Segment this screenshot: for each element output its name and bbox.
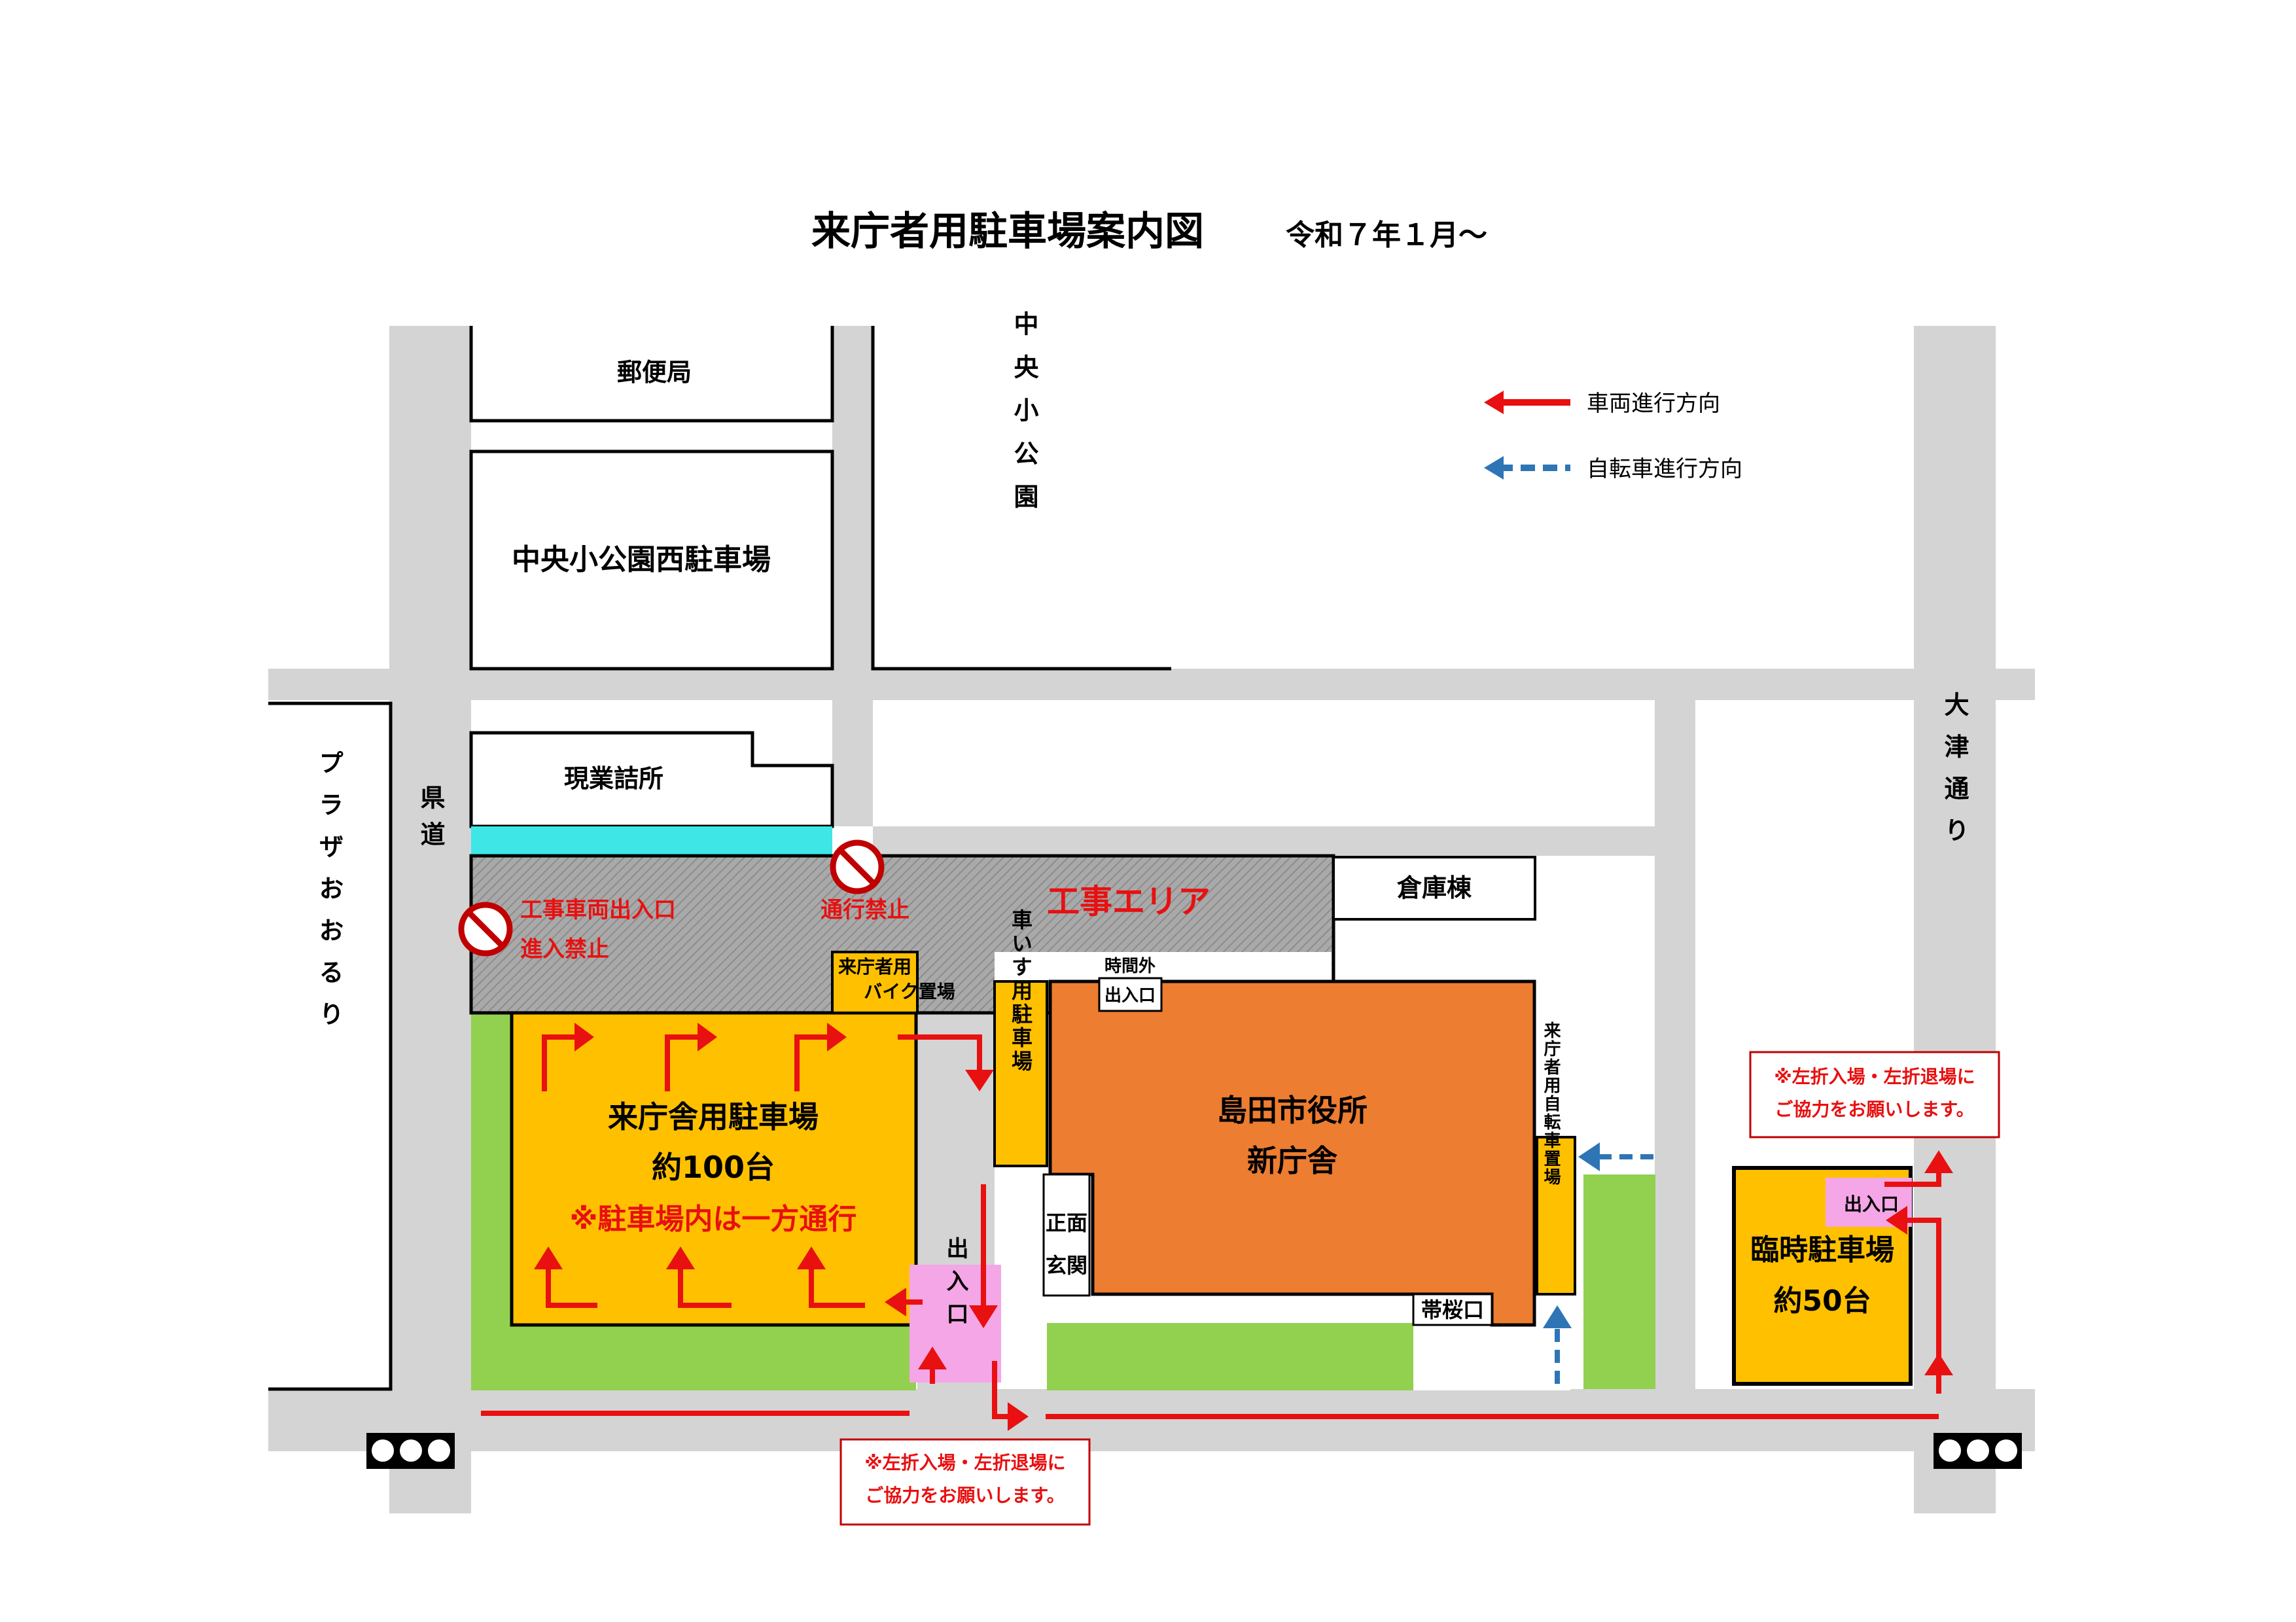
otsu-street-label: 大津通り [1940, 692, 1969, 859]
traffic-signal-icon [366, 1433, 455, 1469]
front-entrance [1042, 1173, 1091, 1297]
main-parking-label-1: 来庁舎用駐車場 [608, 1099, 819, 1135]
no-passage-label: 通行禁止 [821, 897, 910, 923]
bicycle-flow-arrowheads [1543, 1142, 1600, 1328]
bike-parking-label-2: バイク置場 [864, 981, 955, 1002]
after-hours-entrance [1098, 977, 1163, 1012]
front-entrance-label-2: 玄関 [1046, 1253, 1087, 1278]
after-hours-label-2: 出入口 [1104, 986, 1156, 1006]
city-hall-label-1: 島田市役所 [1217, 1093, 1368, 1128]
legend-vehicle-label: 車両進行方向 [1587, 391, 1720, 417]
page-title: 来庁者用駐車場案内図 [811, 209, 1204, 255]
bicycle-parking [1536, 1136, 1576, 1296]
post-office-label: 郵便局 [617, 358, 692, 387]
legend: 車両進行方向 自転車進行方向 [1484, 391, 1742, 482]
traffic-signal-icon [1934, 1433, 2022, 1469]
no-entry-icon [458, 902, 513, 957]
front-entrance-label-1: 正面 [1046, 1210, 1087, 1235]
left-turn-note-1: ※左折入場・左折退場に [864, 1452, 1065, 1473]
bicycle-parking-label: 来庁者用自転車置場 [1541, 1021, 1561, 1186]
after-hours-label-1: 時間外 [1104, 957, 1156, 976]
genba-office-label: 現業詰所 [564, 764, 663, 793]
construction-gate-label-2: 進入禁止 [520, 936, 609, 962]
bicycle-flow-arrows [1555, 1154, 1653, 1384]
svg-text:中央小公園: 中央小公園 [1010, 311, 1038, 527]
cyan-strip [471, 826, 832, 856]
wheelchair-parking-label: 車いす用駐車場 [1008, 909, 1033, 1074]
bike-parking-label-1: 来庁者用 [838, 956, 911, 978]
obizakura-label: 帯桜口 [1421, 1297, 1484, 1322]
white-gap-obizakura [1413, 1323, 1570, 1390]
legend-bicycle-label: 自転車進行方向 [1587, 456, 1742, 482]
left-turn-note-2: ご協力をお願いします。 [865, 1485, 1065, 1506]
vehicle-flow-arrowheads [534, 1023, 1953, 1431]
no-entry-icon [830, 839, 885, 894]
left-turn-note-right-1: ※左折入場・左折退場に [1774, 1066, 1975, 1087]
temp-parking-label-1: 臨時駐車場 [1750, 1233, 1894, 1267]
storage-label: 倉庫棟 [1396, 873, 1472, 902]
main-parking-label-2: 約100台 [652, 1150, 775, 1185]
bike-parking [831, 951, 919, 1014]
temp-entrance-label: 出入口 [1844, 1193, 1899, 1215]
building-outlines [268, 326, 1171, 1391]
prefectural-road-label: 県道 [416, 785, 445, 858]
main-entrance-label: 出入口 [942, 1237, 968, 1335]
left-turn-note-box-right [1749, 1051, 2000, 1138]
wheelchair-parking [993, 980, 1048, 1167]
legend-bicycle-arrow-icon [1484, 456, 1570, 480]
construction-gate-label-1: 工事車両出入口 [520, 897, 676, 923]
obizakura-entrance [1412, 1293, 1493, 1326]
main-parking-lot [510, 1011, 918, 1327]
city-hall-label-2: 新庁舎 [1247, 1143, 1337, 1178]
chuo-park-label: 中央小公園 [1010, 311, 1038, 527]
vehicle-flow-arrows [481, 1034, 1941, 1419]
storage-building [1332, 856, 1536, 921]
left-turn-note-right-2: ご協力をお願いします。 [1775, 1099, 1974, 1120]
page-date: 令和７年１月～ [1286, 219, 1487, 252]
legend-vehicle-arrow-icon [1484, 391, 1570, 414]
green-areas [471, 1011, 1655, 1390]
after-hours-zone [995, 952, 1332, 981]
main-parking-note: ※駐車場内は一方通行 [570, 1203, 857, 1236]
temp-parking-label-2: 約50台 [1773, 1284, 1871, 1318]
chuo-park-west-parking-label: 中央小公園西駐車場 [512, 543, 771, 576]
plaza-oruri-label: プラザおおるり [315, 750, 344, 1043]
left-turn-note-box [839, 1438, 1091, 1526]
construction-area-label: 工事エリア [1047, 883, 1210, 921]
